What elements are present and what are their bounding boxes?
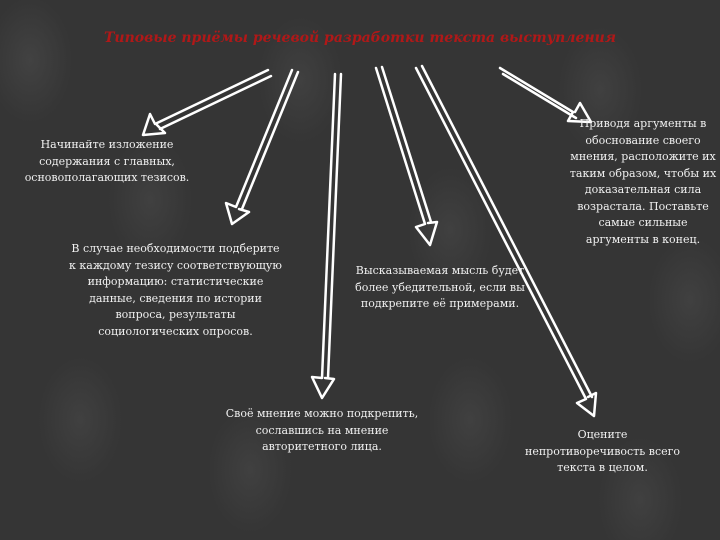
arrow-to-main-theses — [141, 68, 273, 137]
text-examples: Высказываемая мысль будет более убедител… — [355, 264, 525, 310]
arrow-to-examples — [374, 65, 439, 247]
arrow-to-authority — [310, 72, 343, 400]
arrow-to-supporting-info — [224, 68, 300, 226]
text-arguments-order: Приводя аргументы в обоснование своего м… — [569, 117, 717, 246]
text-main-theses: Начинайте изложение содержания с главных… — [24, 138, 190, 184]
arrow-to-consistency — [414, 64, 598, 418]
text-authority: Своё мнение можно подкрепить, сославшись… — [225, 407, 419, 453]
slide-title: Типовые приёмы речевой разработки текста… — [104, 30, 616, 46]
text-consistency: Оцените непротиворечивость всего текста … — [524, 428, 681, 474]
arrow-to-arguments — [498, 66, 593, 124]
text-supporting-info: В случае необходимости подберите к каждо… — [69, 242, 282, 338]
